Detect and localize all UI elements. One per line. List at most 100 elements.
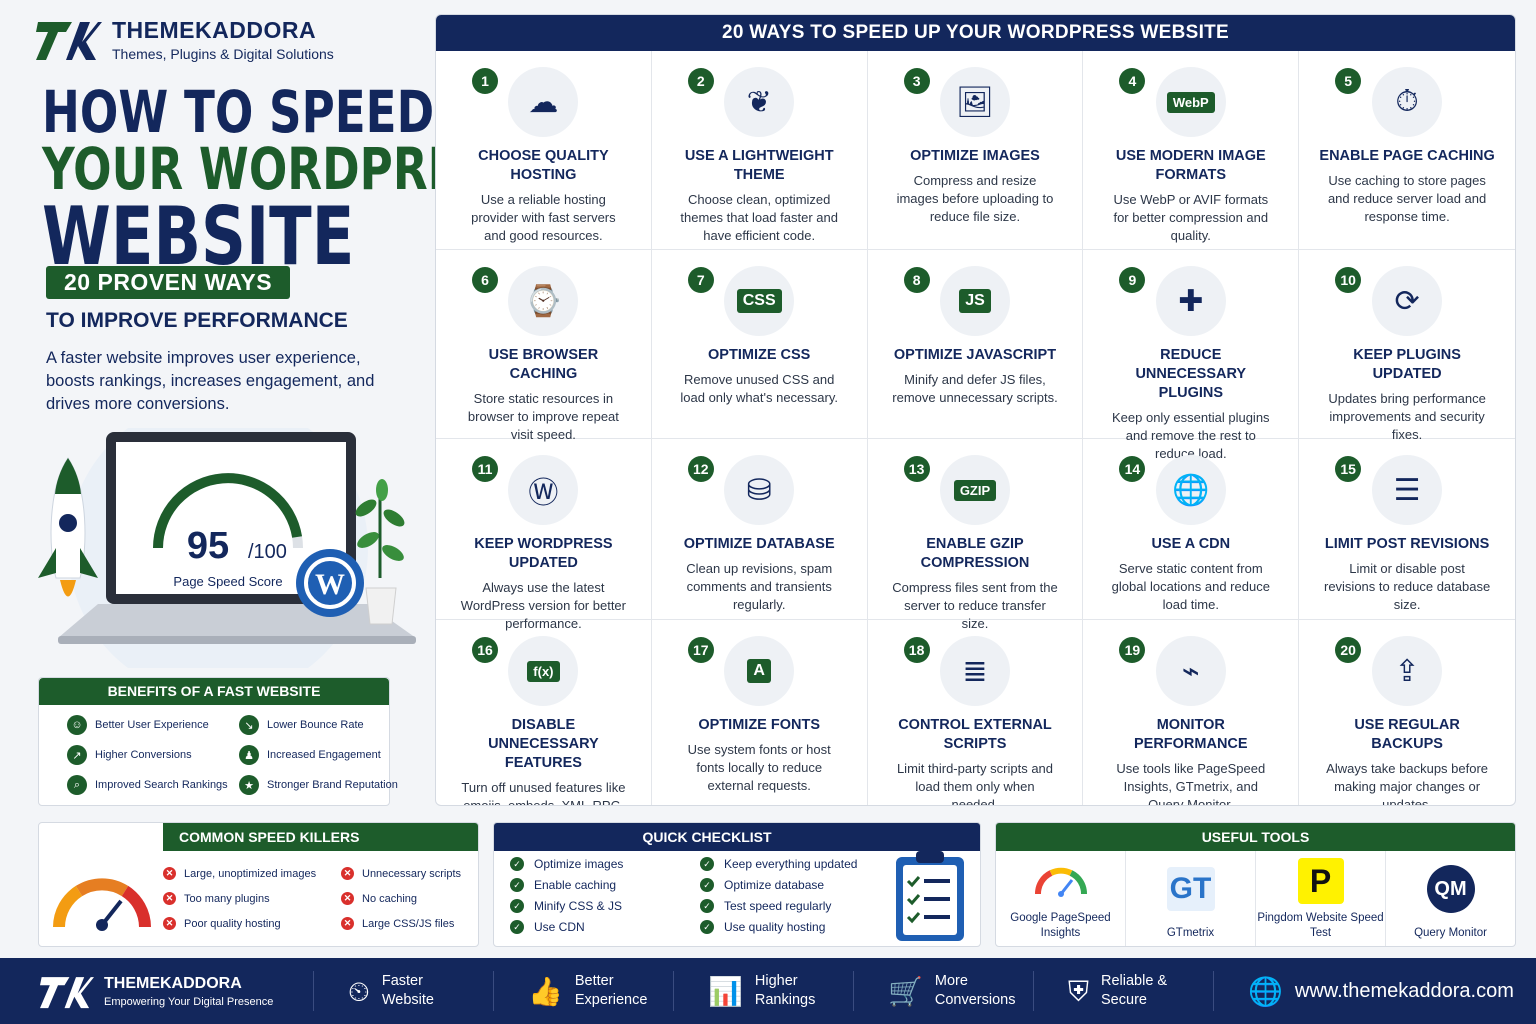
ways-panel: 20 WAYS TO SPEED UP YOUR WORDPRESS WEBSI… [435,14,1516,806]
way-number: 7 [687,267,714,293]
way-number: 10 [1335,267,1362,293]
speed-killer-item: ✕Too many plugins [163,892,341,905]
tool-gtmetrix: GT GTmetrix [1126,851,1256,946]
check-icon: ✓ [700,920,714,934]
way-description: Use system fonts or host fonts locally t… [687,742,831,793]
way-description: Compress files sent from the server to r… [892,580,1058,631]
document-list-icon-glyph: ☰ [1393,473,1421,507]
checklist-item: ✓Enable caching [510,878,700,892]
wordpress-icon-glyph: Ⓦ [528,477,559,510]
checklist-item: ✓Use quality hosting [700,920,880,934]
puzzle-icon-glyph: ✚ [1178,284,1204,318]
way-number: 16 [472,637,498,663]
way-description: Use tools like PageSpeed Insights, GTmet… [1116,761,1266,806]
globe-icon: 🌐 [1248,975,1283,1007]
benefit-item: ⌕Improved Search Rankings [67,775,239,795]
check-icon: ✓ [700,878,714,892]
subtitle: TO IMPROVE PERFORMANCE [46,309,348,332]
pagespeed-icon [1034,867,1087,897]
way-number: 17 [687,637,714,663]
benefit-item: ★Stronger Brand Reputation [239,775,411,795]
checklist-item: ✓Use CDN [510,920,700,934]
way-description: Minify and defer JS files, remove unnece… [892,372,1058,405]
brand: THEMEKADDORA Themes, Plugins & Digital S… [36,16,334,62]
way-number: 4 [1119,68,1146,94]
footer-feature: 🛒More Conversions [854,971,1034,1011]
image-icon: 🖼 [939,67,1010,137]
function-icon: f(x) [508,636,579,706]
website-link[interactable]: 🌐www.themekaddora.com [1248,975,1514,1007]
way-number: 6 [472,267,498,293]
globe-icon-glyph: 🌐 [1172,473,1210,507]
checklist-item: ✓Optimize images [510,857,700,871]
css-file-icon: CSS [724,266,795,336]
brand-tagline: Themes, Plugins & Digital Solutions [112,45,334,62]
laptop-rocket-illustration: 95 /100 Page Speed Score W [38,398,416,698]
search-icon: ⌕ [67,775,87,795]
footer-feature: ⛨Reliable & Secure [1034,971,1214,1011]
wordpress-icon: Ⓦ [508,455,579,525]
panel-title: 20 WAYS TO SPEED UP YOUR WORDPRESS WEBSI… [436,15,1515,51]
plant-icon [355,479,405,625]
title-line-3: WEBSITE [42,189,355,283]
useful-tools-box: USEFUL TOOLS Google PageSpeed Insights G… [995,822,1516,947]
way-title: REDUCE UNNECESSARY PLUGINS [1135,347,1247,401]
way-description: Always use the latest WordPress version … [460,580,626,631]
benefit-item: ☺Better User Experience [67,715,239,735]
speedometer-icon [53,878,151,931]
way-description: Use a reliable hosting provider with fas… [471,192,616,243]
x-circle-icon: ✕ [163,917,176,930]
rocket-icon [38,457,98,597]
way-number: 3 [903,68,930,94]
font-icon-glyph: A [747,659,771,683]
way-title: USE BROWSER CACHING [488,347,599,382]
way-number: 15 [1335,456,1362,482]
database-icon-glyph: ⛁ [746,473,772,507]
brand-name: THEMEKADDORA [112,16,317,43]
way-number: 8 [903,267,930,293]
way-title: USE MODERN IMAGE FORMATS [1115,148,1266,183]
proven-ways-badge: 20 PROVEN WAYS [46,266,291,299]
footer-tagline: Empowering Your Digital Presence [104,995,274,1008]
function-icon-glyph: f(x) [527,660,560,682]
hero-illustration: 95 /100 Page Speed Score W [18,398,418,698]
monitor-pulse-icon: ⌁ [1155,636,1226,706]
footer-feature: ⏲Faster Website [314,971,494,1011]
x-circle-icon: ✕ [341,892,354,905]
speed-killer-item: ✕Large, unoptimized images [163,867,341,880]
thumbs-up-icon: 👍 [528,975,563,1007]
way-title: CHOOSE QUALITY HOSTING [478,148,609,183]
footer-brand: THEMEKADDORA Empowering Your Digital Pre… [0,971,314,1011]
pingdom-icon: P [1297,858,1344,904]
checklist-item: ✓Test speed regularly [700,899,880,913]
checklist-item: ✓Minify CSS & JS [510,899,700,913]
way-title: CONTROL EXTERNAL SCRIPTS [898,717,1052,752]
score-value: 95 [187,525,229,567]
way-number: 19 [1119,637,1146,663]
tool-pagespeed: Google PageSpeed Insights [996,851,1126,946]
page-clock-icon: ⏱ [1372,67,1443,137]
way-title: USE REGULAR BACKUPS [1354,717,1460,752]
gtmetrix-icon: GT [1166,866,1215,911]
leaf-window-icon: ❦ [724,67,795,137]
footer-logo-icon [40,977,94,1009]
way-title: USE A CDN [1151,536,1231,552]
way-description: Updates bring performance improvements a… [1328,391,1486,442]
check-icon: ✓ [510,899,524,913]
image-icon-glyph: 🖼 [955,85,995,119]
way-title: KEEP PLUGINS UPDATED [1353,347,1461,382]
benefits-title: BENEFITS OF A FAST WEBSITE [39,678,389,705]
way-number: 12 [687,456,714,482]
check-icon: ✓ [510,857,524,871]
page-title: HOW TO SPEED UP YOUR WORDPRESS WEBSITE [42,83,522,283]
